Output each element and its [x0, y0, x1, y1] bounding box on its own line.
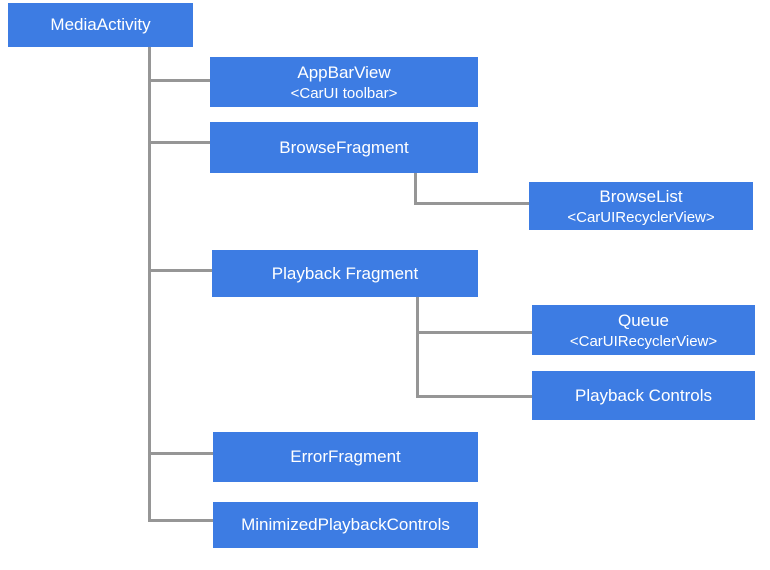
node-label: Playback Controls	[574, 385, 712, 405]
node-queue: Queue <CarUIRecyclerView>	[532, 305, 755, 355]
connector-to-playbackfragment	[148, 269, 212, 272]
node-sublabel: <CarUIRecyclerView>	[567, 208, 715, 226]
node-playbackfragment: Playback Fragment	[212, 250, 478, 297]
connector-to-appbarview	[148, 79, 210, 82]
node-label: BrowseFragment	[279, 137, 409, 157]
connector-to-browselist	[414, 202, 529, 205]
node-minimizedplaybackcontrols: MinimizedPlaybackControls	[213, 502, 478, 548]
connector-mediaactivity-trunk	[148, 47, 151, 522]
node-label: AppBarView	[297, 62, 391, 82]
node-label: Playback Fragment	[271, 263, 419, 283]
node-label: MediaActivity	[50, 15, 151, 34]
connector-to-queue	[416, 331, 532, 334]
node-mediaactivity: MediaActivity	[8, 3, 193, 47]
connector-to-playbackcontrols	[416, 395, 532, 398]
node-label: Queue	[617, 310, 670, 330]
node-sublabel: <CarUI toolbar>	[290, 84, 398, 102]
connector-to-minimizedplaybackcontrols	[148, 519, 213, 522]
connector-to-browsefragment	[148, 141, 210, 144]
node-label: BrowseList	[599, 186, 683, 206]
connector-to-errorfragment	[148, 452, 213, 455]
node-browselist: BrowseList <CarUIRecyclerView>	[529, 182, 753, 230]
node-browsefragment: BrowseFragment	[210, 122, 478, 173]
node-playbackcontrols: Playback Controls	[532, 371, 755, 420]
node-appbarview: AppBarView <CarUI toolbar>	[210, 57, 478, 107]
node-sublabel: <CarUIRecyclerView>	[569, 332, 718, 350]
connector-playbackfragment-trunk	[416, 297, 419, 398]
node-errorfragment: ErrorFragment	[213, 432, 478, 482]
node-label: MinimizedPlaybackControls	[241, 515, 450, 534]
connector-browsefragment-trunk	[414, 173, 417, 205]
node-label: ErrorFragment	[290, 447, 401, 466]
